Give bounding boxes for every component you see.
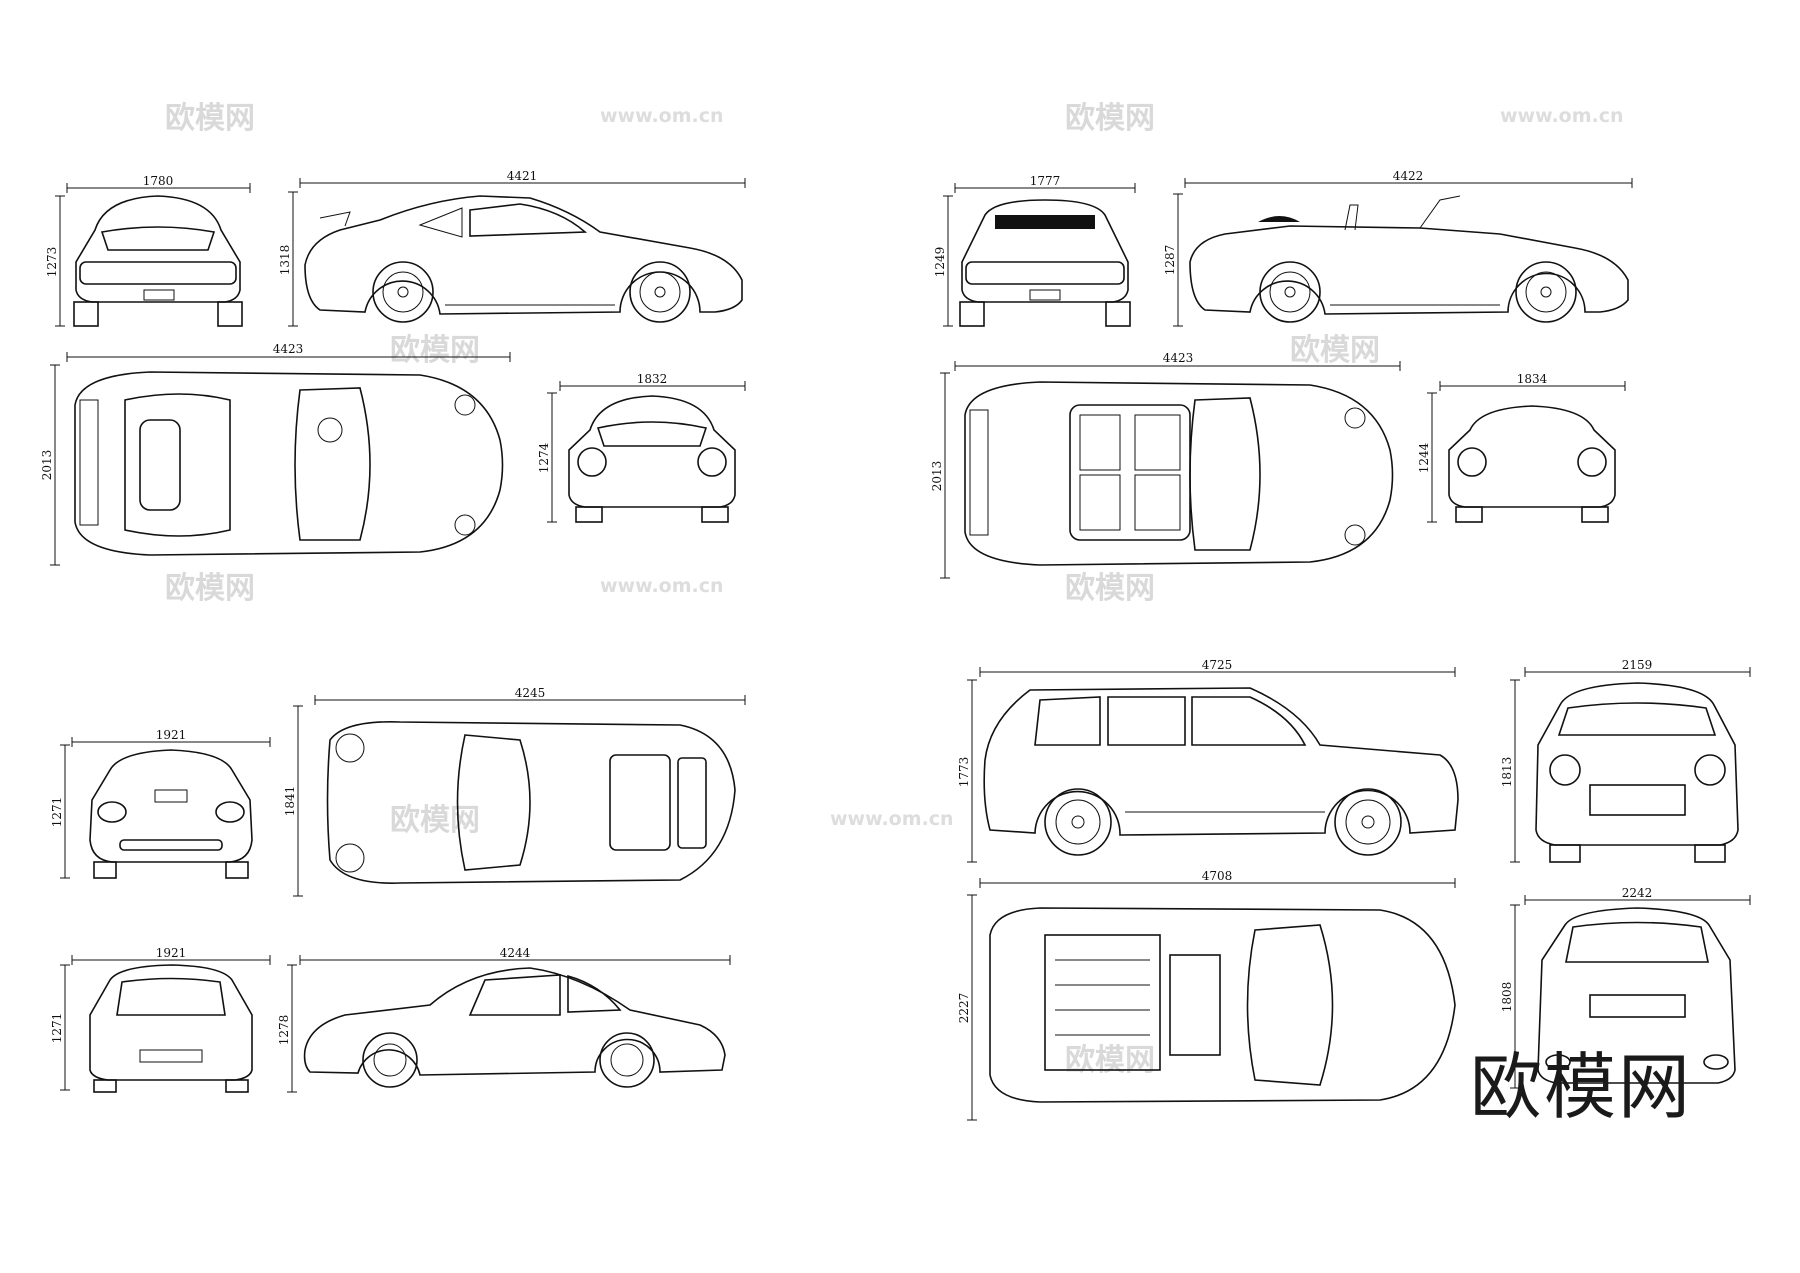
car5-top-view: 4708 2227 <box>957 869 1456 1121</box>
dim-car5-top-length: 4708 <box>1202 869 1233 883</box>
watermark-logo: 欧模网 <box>165 101 255 136</box>
car3-drawings: 1921 1271 4245 1841 <box>50 686 746 897</box>
dim-car3-front-width: 1921 <box>156 728 187 742</box>
dim-car5-top-width: 2227 <box>957 993 971 1024</box>
dim-car4-side-height: 1278 <box>277 1015 291 1046</box>
car4-drawings: 1921 1271 4244 1278 <box>50 946 731 1093</box>
dim-car1-front-width: 1780 <box>143 174 174 188</box>
watermark-logo: 欧模网 <box>1065 1043 1155 1078</box>
car1-drawings: 1780 1273 4421 1318 4423 <box>40 169 746 566</box>
car4-side-view: 4244 1278 <box>277 946 731 1093</box>
dim-car5-front-width: 2159 <box>1622 658 1653 672</box>
watermark-logo: 欧模网 <box>165 571 255 606</box>
dim-car5-front-height: 1813 <box>1500 757 1514 788</box>
dim-car5-rear-width: 2242 <box>1622 886 1653 900</box>
car1-side-view: 4421 1318 <box>278 169 746 327</box>
brand-logo: 欧模网 <box>1469 1045 1692 1129</box>
dim-car2-rear-width: 1834 <box>1517 372 1548 386</box>
car2-drawings: 1777 1249 4422 1287 4423 2013 <box>930 169 1633 579</box>
dim-car5-side-height: 1773 <box>957 757 971 788</box>
background-watermarks: 欧模网 www.om.cn 欧模网 www.om.cn 欧模网 欧模网 欧模网 … <box>165 101 1624 1078</box>
dim-car1-top-width: 2013 <box>40 450 54 481</box>
watermark-url: www.om.cn <box>600 575 724 597</box>
car5-rear-view: 2242 1808 <box>1500 886 1751 1089</box>
dim-car4-rear-width: 1921 <box>156 946 187 960</box>
watermark-logo: 欧模网 <box>390 803 480 838</box>
dim-car3-top-length: 4245 <box>515 686 546 700</box>
dim-car2-top-length: 4423 <box>1163 351 1194 365</box>
dim-car3-top-width: 1841 <box>283 786 297 817</box>
dim-car2-side-length: 4422 <box>1393 169 1424 183</box>
watermark-logo: 欧模网 <box>1065 571 1155 606</box>
dim-car1-top-length: 4423 <box>273 342 304 356</box>
car1-rear-view: 1832 1274 <box>537 372 746 523</box>
dim-car1-side-height: 1318 <box>278 245 292 276</box>
dim-car2-front-height: 1249 <box>933 247 947 278</box>
car3-top-view: 4245 1841 <box>283 686 746 897</box>
car2-rear-view: 1834 1244 <box>1417 372 1626 523</box>
watermark-url: www.om.cn <box>830 808 954 830</box>
car2-front-view: 1777 1249 <box>933 174 1136 327</box>
car2-top-view: 4423 2013 <box>930 351 1401 579</box>
watermark-url: www.om.cn <box>1500 105 1624 127</box>
car1-front-view: 1780 1273 <box>45 174 251 327</box>
dim-car1-side-length: 4421 <box>507 169 538 183</box>
watermark-logo: 欧模网 <box>390 333 480 368</box>
car3-front-view: 1921 1271 <box>50 728 271 879</box>
dim-car5-rear-height: 1808 <box>1500 982 1514 1013</box>
watermark-logo: 欧模网 <box>1065 101 1155 136</box>
dim-car1-rear-width: 1832 <box>637 372 668 386</box>
dim-car4-side-length: 4244 <box>500 946 531 960</box>
car5-side-view: 4725 1773 <box>957 658 1459 863</box>
dim-car4-rear-height: 1271 <box>50 1013 64 1044</box>
dim-car2-rear-height: 1244 <box>1417 442 1431 473</box>
car4-rear-view: 1921 1271 <box>50 946 271 1093</box>
dim-car1-front-height: 1273 <box>45 247 59 278</box>
car2-side-view: 4422 1287 <box>1163 169 1633 327</box>
dim-car2-side-height: 1287 <box>1163 245 1177 276</box>
dim-car5-side-length: 4725 <box>1202 658 1233 672</box>
watermark-logo: 欧模网 <box>1290 333 1380 368</box>
dim-car3-front-height: 1271 <box>50 797 64 828</box>
car1-top-view: 4423 2013 <box>40 342 511 566</box>
car5-drawings: 4725 1773 2159 1813 4708 2227 <box>957 658 1751 1121</box>
dim-car2-top-width: 2013 <box>930 461 944 492</box>
dim-car1-rear-height: 1274 <box>537 442 551 473</box>
dim-car2-front-width: 1777 <box>1030 174 1061 188</box>
watermark-url: www.om.cn <box>600 105 724 127</box>
car5-front-view: 2159 1813 <box>1500 658 1751 863</box>
